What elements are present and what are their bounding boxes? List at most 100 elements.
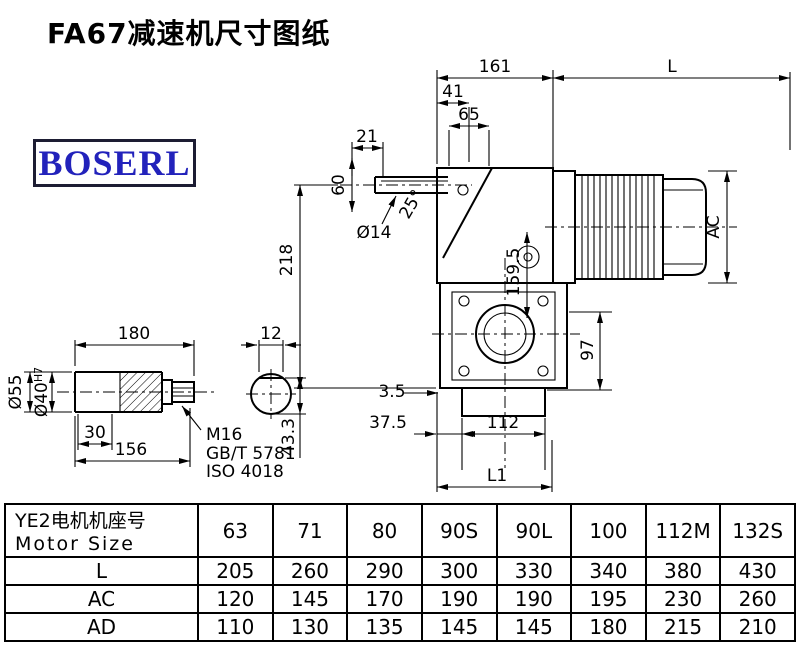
dim-dia14-label: Ø14	[356, 223, 391, 243]
dim-161: 161	[436, 57, 554, 167]
dim-3-5-label: 3.5	[378, 382, 405, 402]
table-cell: 300	[420, 556, 498, 586]
dim-dia40h7: Ø40H7	[32, 367, 55, 417]
dim-159-5: 159.5	[504, 232, 530, 318]
dim-dia14: Ø14	[356, 195, 397, 243]
dim-30: 30	[77, 414, 113, 450]
table-cell: 430	[719, 556, 796, 586]
dim-161-label: 161	[479, 57, 511, 77]
bolt-standard-iso-label: ISO 4018	[206, 462, 284, 482]
dim-AC-label: AC	[704, 215, 724, 238]
row-label-L: L	[4, 556, 199, 586]
frame-size-112m: 112M	[644, 503, 722, 558]
shaft-cross-section	[246, 369, 296, 419]
table-cell: 210	[719, 612, 796, 642]
dim-60: 60	[329, 158, 355, 212]
dim-12: 12	[241, 324, 301, 372]
dim-angle-25-label: 25°	[395, 186, 427, 222]
table-cell: 135	[346, 612, 423, 642]
motor-size-label-cn: YE2电机机座号	[15, 510, 146, 532]
dim-218: 218	[277, 184, 436, 389]
table-cell: 120	[197, 584, 274, 614]
dim-159-5-label: 159.5	[504, 248, 524, 297]
table-cell: 195	[570, 584, 647, 614]
dim-L-label: L	[667, 57, 677, 77]
dim-65-label: 65	[458, 105, 480, 125]
table-cell: 190	[420, 584, 498, 614]
table-cell: 145	[420, 612, 498, 642]
dim-AC: AC	[704, 170, 737, 284]
dim-21-label: 21	[356, 127, 378, 147]
table-cell: 145	[495, 612, 573, 642]
dimension-drawing: 161 L 41 65 21 60 Ø1	[6, 57, 791, 492]
dim-dia55: Ø55	[6, 371, 72, 413]
frame-size-80: 80	[346, 503, 423, 558]
row-label-AD: AD	[4, 612, 199, 642]
dim-angle-25: 25°	[395, 186, 427, 222]
dim-156-label: 156	[115, 440, 147, 460]
dim-30-label: 30	[84, 423, 106, 443]
table-cell: 190	[495, 584, 573, 614]
dim-37-5: 37.5	[369, 392, 486, 492]
dim-43-3-label: 43.3	[279, 418, 299, 456]
table-cell: 205	[197, 556, 274, 586]
table-cell: 180	[570, 612, 647, 642]
dim-dia40h7-label: Ø40H7	[32, 367, 52, 417]
table-cell: 340	[570, 556, 647, 586]
table-cell: 110	[197, 612, 274, 642]
dim-180-label: 180	[118, 324, 150, 344]
table-cell: 170	[346, 584, 423, 614]
frame-size-90l: 90L	[495, 503, 573, 558]
output-shaft-detail	[57, 371, 218, 413]
bolt-thread-label: M16	[206, 425, 242, 445]
table-row-AC: AC 120 145 170 190 190 195 230 260	[4, 584, 796, 614]
dim-3-5: 3.5	[378, 382, 438, 402]
table-cell: 260	[271, 556, 349, 586]
bolt-callout: M16 GB/T 5781 ISO 4018	[181, 405, 296, 482]
table-cell: 145	[271, 584, 349, 614]
bolt-standard-gb-label: GB/T 5781	[206, 444, 296, 464]
motor-size-label-en: Motor Size	[15, 533, 135, 555]
table-row-L: L 205 260 290 300 330 340 380 430	[4, 556, 796, 586]
table-cell: 130	[271, 612, 349, 642]
row-label-AC: AC	[4, 584, 199, 614]
dim-156: 156	[74, 408, 191, 467]
brand-logo-text: BOSERL	[38, 143, 191, 183]
dim-dia55-label: Ø55	[6, 374, 26, 409]
table-cell: 215	[644, 612, 722, 642]
dim-12-label: 12	[260, 324, 282, 344]
dim-37-5-label: 37.5	[369, 413, 407, 433]
dim-65: 65	[448, 105, 490, 166]
frame-size-100: 100	[570, 503, 647, 558]
frame-size-71: 71	[271, 503, 349, 558]
centerlines	[340, 184, 737, 468]
brand-logo-box: BOSERL	[33, 139, 196, 187]
motor-spec-table: YE2电机机座号 Motor Size 63 71 80 90S 90L 100…	[4, 503, 796, 642]
table-cell: 290	[346, 556, 423, 586]
dim-L: L	[553, 57, 791, 150]
dim-180: 180	[74, 324, 195, 376]
page-title: FA67减速机尺寸图纸	[47, 17, 331, 50]
table-cell: 380	[644, 556, 722, 586]
motor-size-header-cell: YE2电机机座号 Motor Size	[4, 503, 199, 558]
dim-112-label: 112	[487, 413, 519, 433]
frame-size-90s: 90S	[420, 503, 498, 558]
dim-L1: L1	[437, 440, 553, 492]
table-header-row: YE2电机机座号 Motor Size 63 71 80 90S 90L 100…	[4, 503, 796, 558]
dim-218-label: 218	[277, 244, 297, 276]
dim-43-3: 43.3	[273, 377, 306, 458]
dim-97-label: 97	[578, 339, 598, 361]
dim-L1-label: L1	[487, 466, 507, 486]
dim-41: 41	[437, 82, 470, 162]
dim-21: 21	[351, 127, 384, 176]
frame-size-63: 63	[197, 503, 274, 558]
dim-97: 97	[547, 311, 612, 391]
table-cell: 260	[719, 584, 796, 614]
dim-60-label: 60	[329, 174, 349, 196]
dim-41-label: 41	[442, 82, 464, 102]
table-cell: 230	[644, 584, 722, 614]
table-cell: 330	[495, 556, 573, 586]
dim-112: 112	[462, 413, 546, 470]
table-row-AD: AD 110 130 135 145 145 180 215 210	[4, 612, 796, 642]
